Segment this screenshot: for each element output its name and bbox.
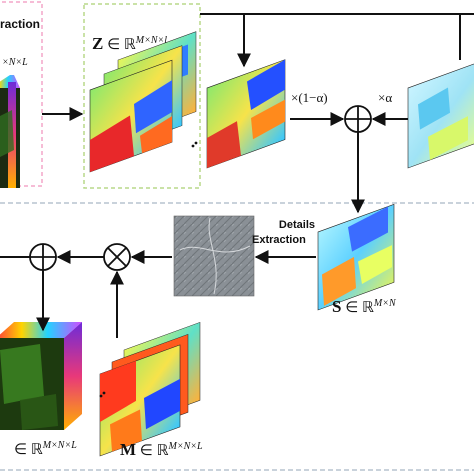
extraction-top-label: raction bbox=[0, 17, 41, 31]
output-space: ∈ ℝ bbox=[14, 442, 43, 458]
details-image bbox=[173, 215, 255, 297]
m-dims: M×N×L bbox=[168, 441, 203, 452]
m-space: ∈ ℝ bbox=[139, 443, 169, 459]
extraction-label: Extraction bbox=[252, 234, 306, 246]
s-space: ∈ ℝ bbox=[345, 300, 374, 316]
s-symbol: S bbox=[332, 297, 342, 316]
m-mask-stack bbox=[99, 321, 201, 457]
m-space-label: M ∈ ℝM×N×L bbox=[120, 440, 203, 460]
input-dims-label: ×N×L bbox=[2, 57, 28, 68]
alpha-label: ×α bbox=[378, 90, 393, 105]
output-space-label: ∈ ℝM×N×L bbox=[14, 440, 77, 459]
m-symbol: M bbox=[120, 440, 137, 459]
one-minus-alpha-label: ×(1−α) bbox=[291, 90, 328, 105]
z-space: ∈ ℝ bbox=[107, 37, 136, 53]
weighted-map-b bbox=[407, 59, 474, 169]
sum-operator-bottom bbox=[29, 243, 57, 271]
input-hsi-cube bbox=[0, 75, 20, 188]
z-symbol: Z bbox=[92, 34, 104, 53]
pca-group-box bbox=[83, 3, 201, 189]
z-feature-stack bbox=[89, 31, 198, 173]
s-dims: M×N bbox=[373, 298, 396, 309]
s-space-label: S ∈ ℝM×N bbox=[332, 297, 396, 317]
details-label: Details bbox=[278, 219, 315, 231]
weighted-map-a bbox=[206, 59, 286, 169]
product-operator bbox=[103, 243, 131, 271]
output-dims: M×N×L bbox=[42, 440, 77, 451]
z-dims: M×N×l bbox=[135, 35, 168, 46]
flow-arrows bbox=[0, 13, 474, 338]
output-hsi-cube bbox=[0, 322, 82, 430]
s-fused-map bbox=[317, 203, 395, 311]
z-space-label: Z ∈ ℝM×N×l bbox=[92, 34, 167, 54]
sum-operator-top bbox=[344, 105, 372, 133]
